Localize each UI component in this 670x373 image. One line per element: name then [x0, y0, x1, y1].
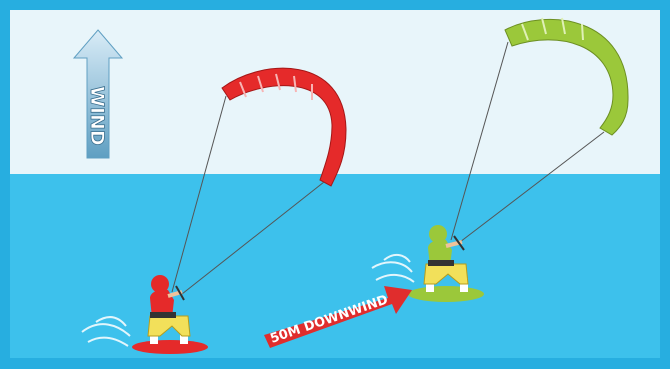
water: [10, 174, 660, 358]
wind-label: WIND: [86, 86, 108, 146]
